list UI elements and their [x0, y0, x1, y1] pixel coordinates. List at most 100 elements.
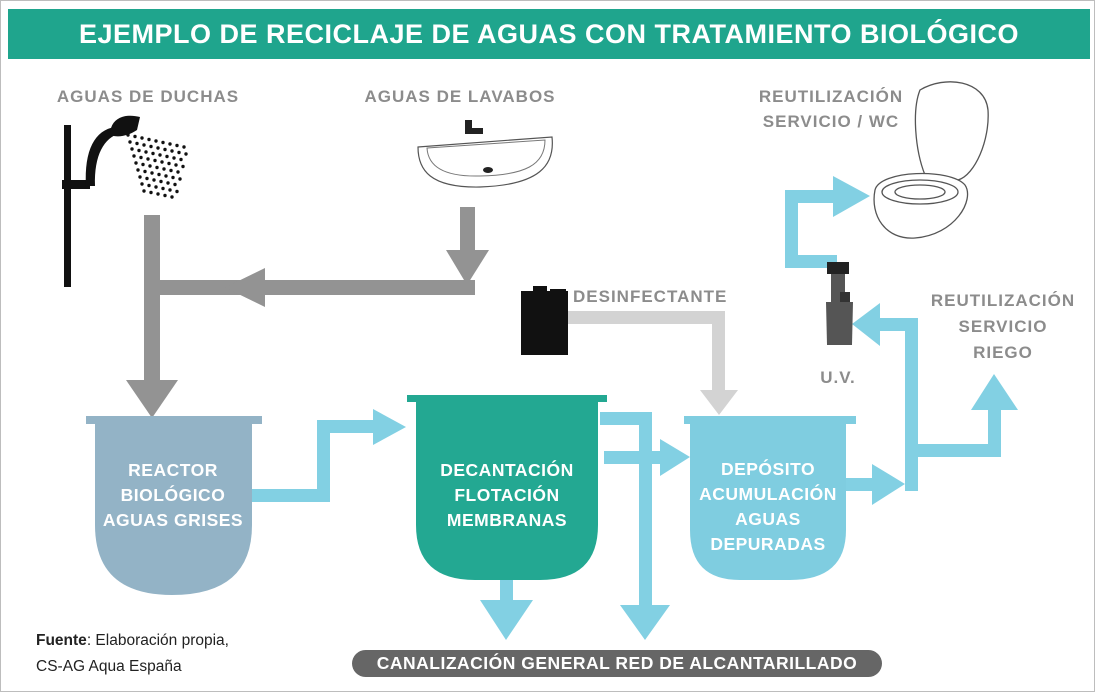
spray-dot [135, 141, 139, 146]
spray-dot [175, 189, 179, 194]
decantation-tank [407, 395, 607, 580]
showers-label: AGUAS DE DUCHAS [57, 87, 239, 106]
treated-water-pipes [250, 176, 1018, 640]
spray-dot [154, 185, 158, 189]
spray-dot [169, 168, 173, 173]
spray-dot [156, 192, 160, 196]
disinfectant-pipe [568, 311, 738, 415]
spray-dot [163, 147, 167, 152]
spray-dot [142, 189, 146, 193]
spray-dot [147, 183, 151, 188]
spray-dot [176, 170, 180, 174]
spray-dot [172, 156, 176, 160]
irrigation-reuse-line2: SERVICIO [959, 317, 1048, 336]
decantation-label-line2: FLOTACIÓN [454, 484, 559, 505]
spray-dot [157, 172, 161, 177]
wc-reuse-label-line2: SERVICIO / WC [763, 112, 899, 131]
uv-lamp-icon [826, 262, 853, 345]
spray-dot [154, 139, 158, 143]
deposit-label-line4: DEPURADAS [710, 534, 825, 554]
spray-dot [145, 176, 149, 181]
sinks-label: AGUAS DE LAVABOS [364, 87, 555, 106]
spray-dot [159, 179, 163, 184]
spray-dot [132, 154, 136, 158]
spray-dot [149, 144, 153, 149]
spray-dot [146, 157, 150, 161]
decantation-label-line1: DECANTACIÓN [440, 459, 574, 480]
spray-dot [153, 158, 157, 163]
irrigation-reuse-line3: RIEGO [973, 343, 1033, 362]
spray-dot [147, 137, 151, 142]
uv-label: U.V. [820, 368, 856, 387]
reactor-label-line2: BIOLÓGICO [121, 484, 226, 505]
spray-dot [137, 148, 141, 153]
spray-dot [126, 133, 130, 137]
spray-dot [144, 150, 148, 154]
spray-dot [143, 169, 147, 174]
diagram-title: EJEMPLO DE RECICLAJE DE AGUAS CON TRATAM… [8, 9, 1090, 59]
spray-dot [151, 151, 155, 156]
disinfectant-label: DESINFECTANTE [573, 287, 727, 306]
source-rest: : Elaboración propia, [86, 632, 229, 649]
spray-dot [168, 142, 172, 146]
deposit-label-line3: AGUAS [735, 509, 801, 529]
spray-dot [167, 161, 171, 166]
spray-dot [134, 161, 138, 165]
spray-dot [156, 146, 160, 150]
spray-dot [173, 182, 177, 187]
reactor-label-line1: REACTOR [128, 460, 218, 480]
deposit-label-line1: DEPÓSITO [721, 458, 815, 479]
spray-dot [130, 147, 134, 151]
spray-dot [163, 193, 167, 198]
irrigation-reuse-line1: REUTILIZACIÓN [931, 291, 1075, 310]
spray-dot [171, 175, 175, 180]
wc-reuse-label-line1: REUTILIZACIÓN [759, 87, 903, 106]
spray-dot [170, 195, 174, 199]
spray-dot [161, 186, 165, 191]
spray-dot [149, 190, 153, 195]
spray-dot [165, 154, 169, 159]
spray-dot [177, 150, 181, 155]
reactor-tank [86, 416, 262, 595]
spray-dot [133, 134, 137, 139]
decantation-label-line3: MEMBRANAS [447, 510, 567, 530]
spray-dot [152, 178, 156, 182]
gray-water-pipes [126, 207, 489, 418]
disinfectant-container-icon [521, 286, 568, 355]
spray-dot [142, 143, 146, 147]
spray-dot [174, 163, 178, 167]
spray-dot [170, 149, 174, 153]
spray-dot [160, 160, 164, 164]
spray-dot [136, 168, 140, 172]
source-bold: Fuente [36, 632, 87, 649]
spray-dot [140, 182, 144, 186]
spray-dot [162, 167, 166, 171]
deposit-tank [684, 416, 856, 580]
source-line1: Fuente: Elaboración propia, [36, 628, 229, 654]
shower-spray-dots [126, 133, 188, 199]
spray-dot [141, 162, 145, 167]
spray-dot [166, 181, 170, 185]
spray-dot [150, 171, 154, 175]
spray-dot [138, 175, 142, 179]
spray-dot [179, 157, 183, 162]
spray-dot [161, 140, 165, 145]
spray-dot [128, 140, 132, 144]
reactor-label-line3: AGUAS GRISES [103, 510, 243, 530]
spray-dot [182, 145, 186, 149]
source-note: Fuente: Elaboración propia, CS-AG Aqua E… [36, 628, 229, 680]
sewer-network-banner: CANALIZACIÓN GENERAL RED DE ALCANTARILLA… [352, 650, 882, 677]
spray-dot [181, 164, 185, 169]
source-line2: CS-AG Aqua España [36, 658, 182, 675]
spray-dot [168, 188, 172, 192]
spray-dot [184, 152, 188, 156]
spray-dot [164, 174, 168, 178]
spray-dot [155, 165, 159, 170]
spray-dot [139, 155, 143, 160]
spray-dot [148, 164, 152, 168]
sink-icon [417, 120, 553, 188]
spray-dot [178, 177, 182, 181]
toilet-icon [873, 81, 989, 239]
deposit-label-line2: ACUMULACIÓN [699, 483, 837, 504]
